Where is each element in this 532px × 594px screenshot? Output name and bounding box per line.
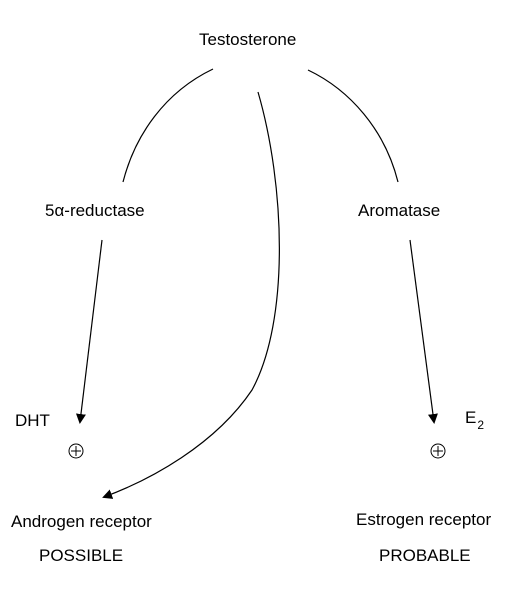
curve-testosterone-to-aromatase	[307, 69, 399, 183]
arrow-testosterone-to-androgen-receptor	[102, 91, 280, 499]
likelihood-possible: POSSIBLE	[39, 546, 124, 565]
node-dht: DHT	[15, 411, 50, 430]
plus-circle-icon-estrogen	[430, 443, 446, 459]
plus-circle-icon-androgen	[68, 443, 84, 459]
arrow-aromatase-to-e2	[409, 239, 438, 424]
e2-base: E	[465, 408, 477, 427]
node-aromatase: Aromatase	[358, 201, 441, 220]
node-e2: E2	[465, 408, 485, 432]
node-androgen-receptor: Androgen receptor	[11, 512, 152, 531]
arrow-reductase-to-dht	[75, 239, 103, 424]
e2-subscript: 2	[477, 418, 485, 432]
node-estrogen-receptor: Estrogen receptor	[356, 510, 492, 529]
likelihood-probable: PROBABLE	[379, 546, 471, 565]
node-5a-reductase: 5α-reductase	[45, 201, 145, 220]
curve-testosterone-to-reductase	[122, 68, 214, 183]
node-testosterone: Testosterone	[199, 30, 297, 49]
